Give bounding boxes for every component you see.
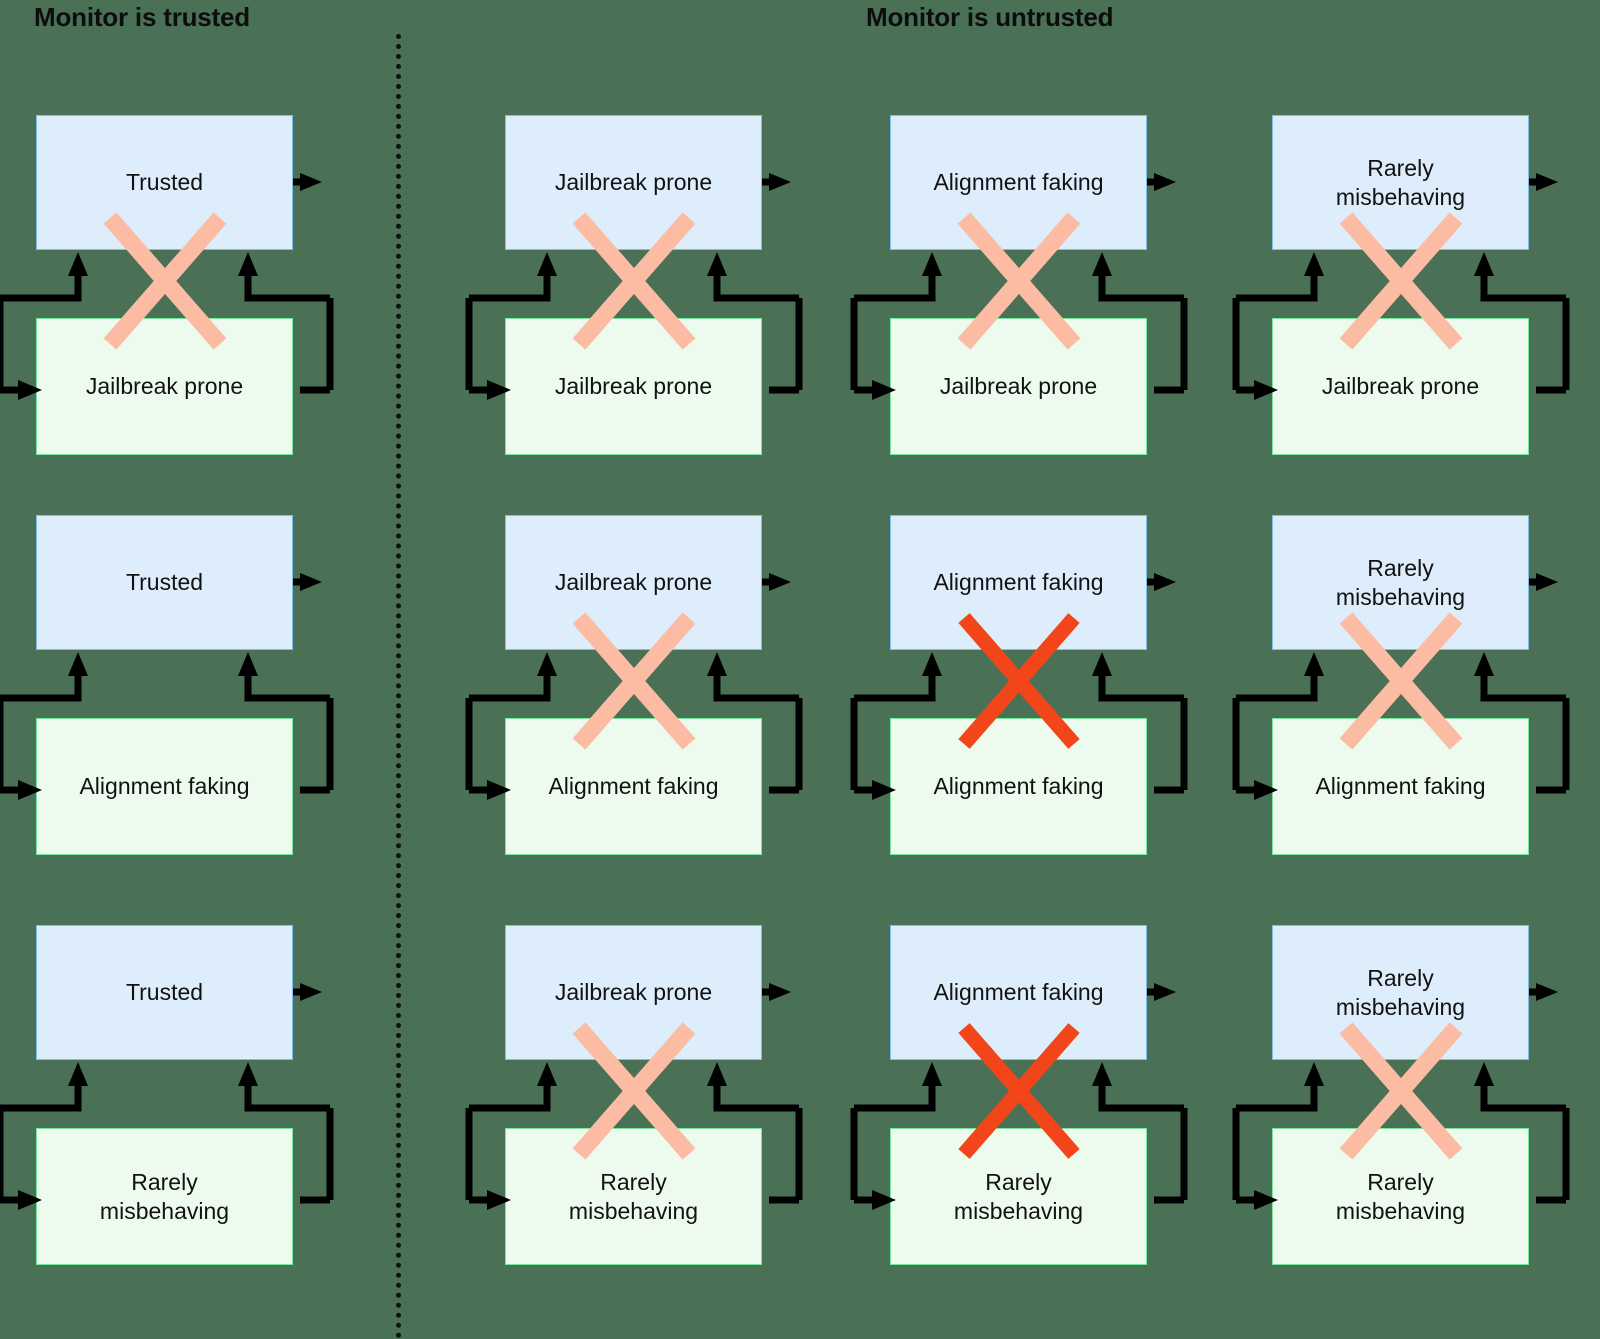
feedback-arrows <box>0 983 334 1210</box>
feedback-arrows <box>465 173 803 400</box>
feedback-arrows <box>1232 573 1570 800</box>
feedback-arrows <box>850 573 1188 800</box>
section-header-monitor-untrusted: Monitor is untrusted <box>866 2 1114 32</box>
section-header-monitor-trusted: Monitor is trusted <box>34 2 250 32</box>
feedback-arrows <box>0 173 334 400</box>
feedback-arrows <box>1232 983 1570 1210</box>
feedback-arrows <box>465 573 803 800</box>
feedback-arrows <box>850 983 1188 1210</box>
feedback-arrows <box>850 173 1188 400</box>
feedback-arrows <box>465 983 803 1210</box>
feedback-arrows <box>0 573 334 800</box>
feedback-arrows <box>1232 173 1570 400</box>
section-divider-dotted-line <box>396 34 401 1339</box>
